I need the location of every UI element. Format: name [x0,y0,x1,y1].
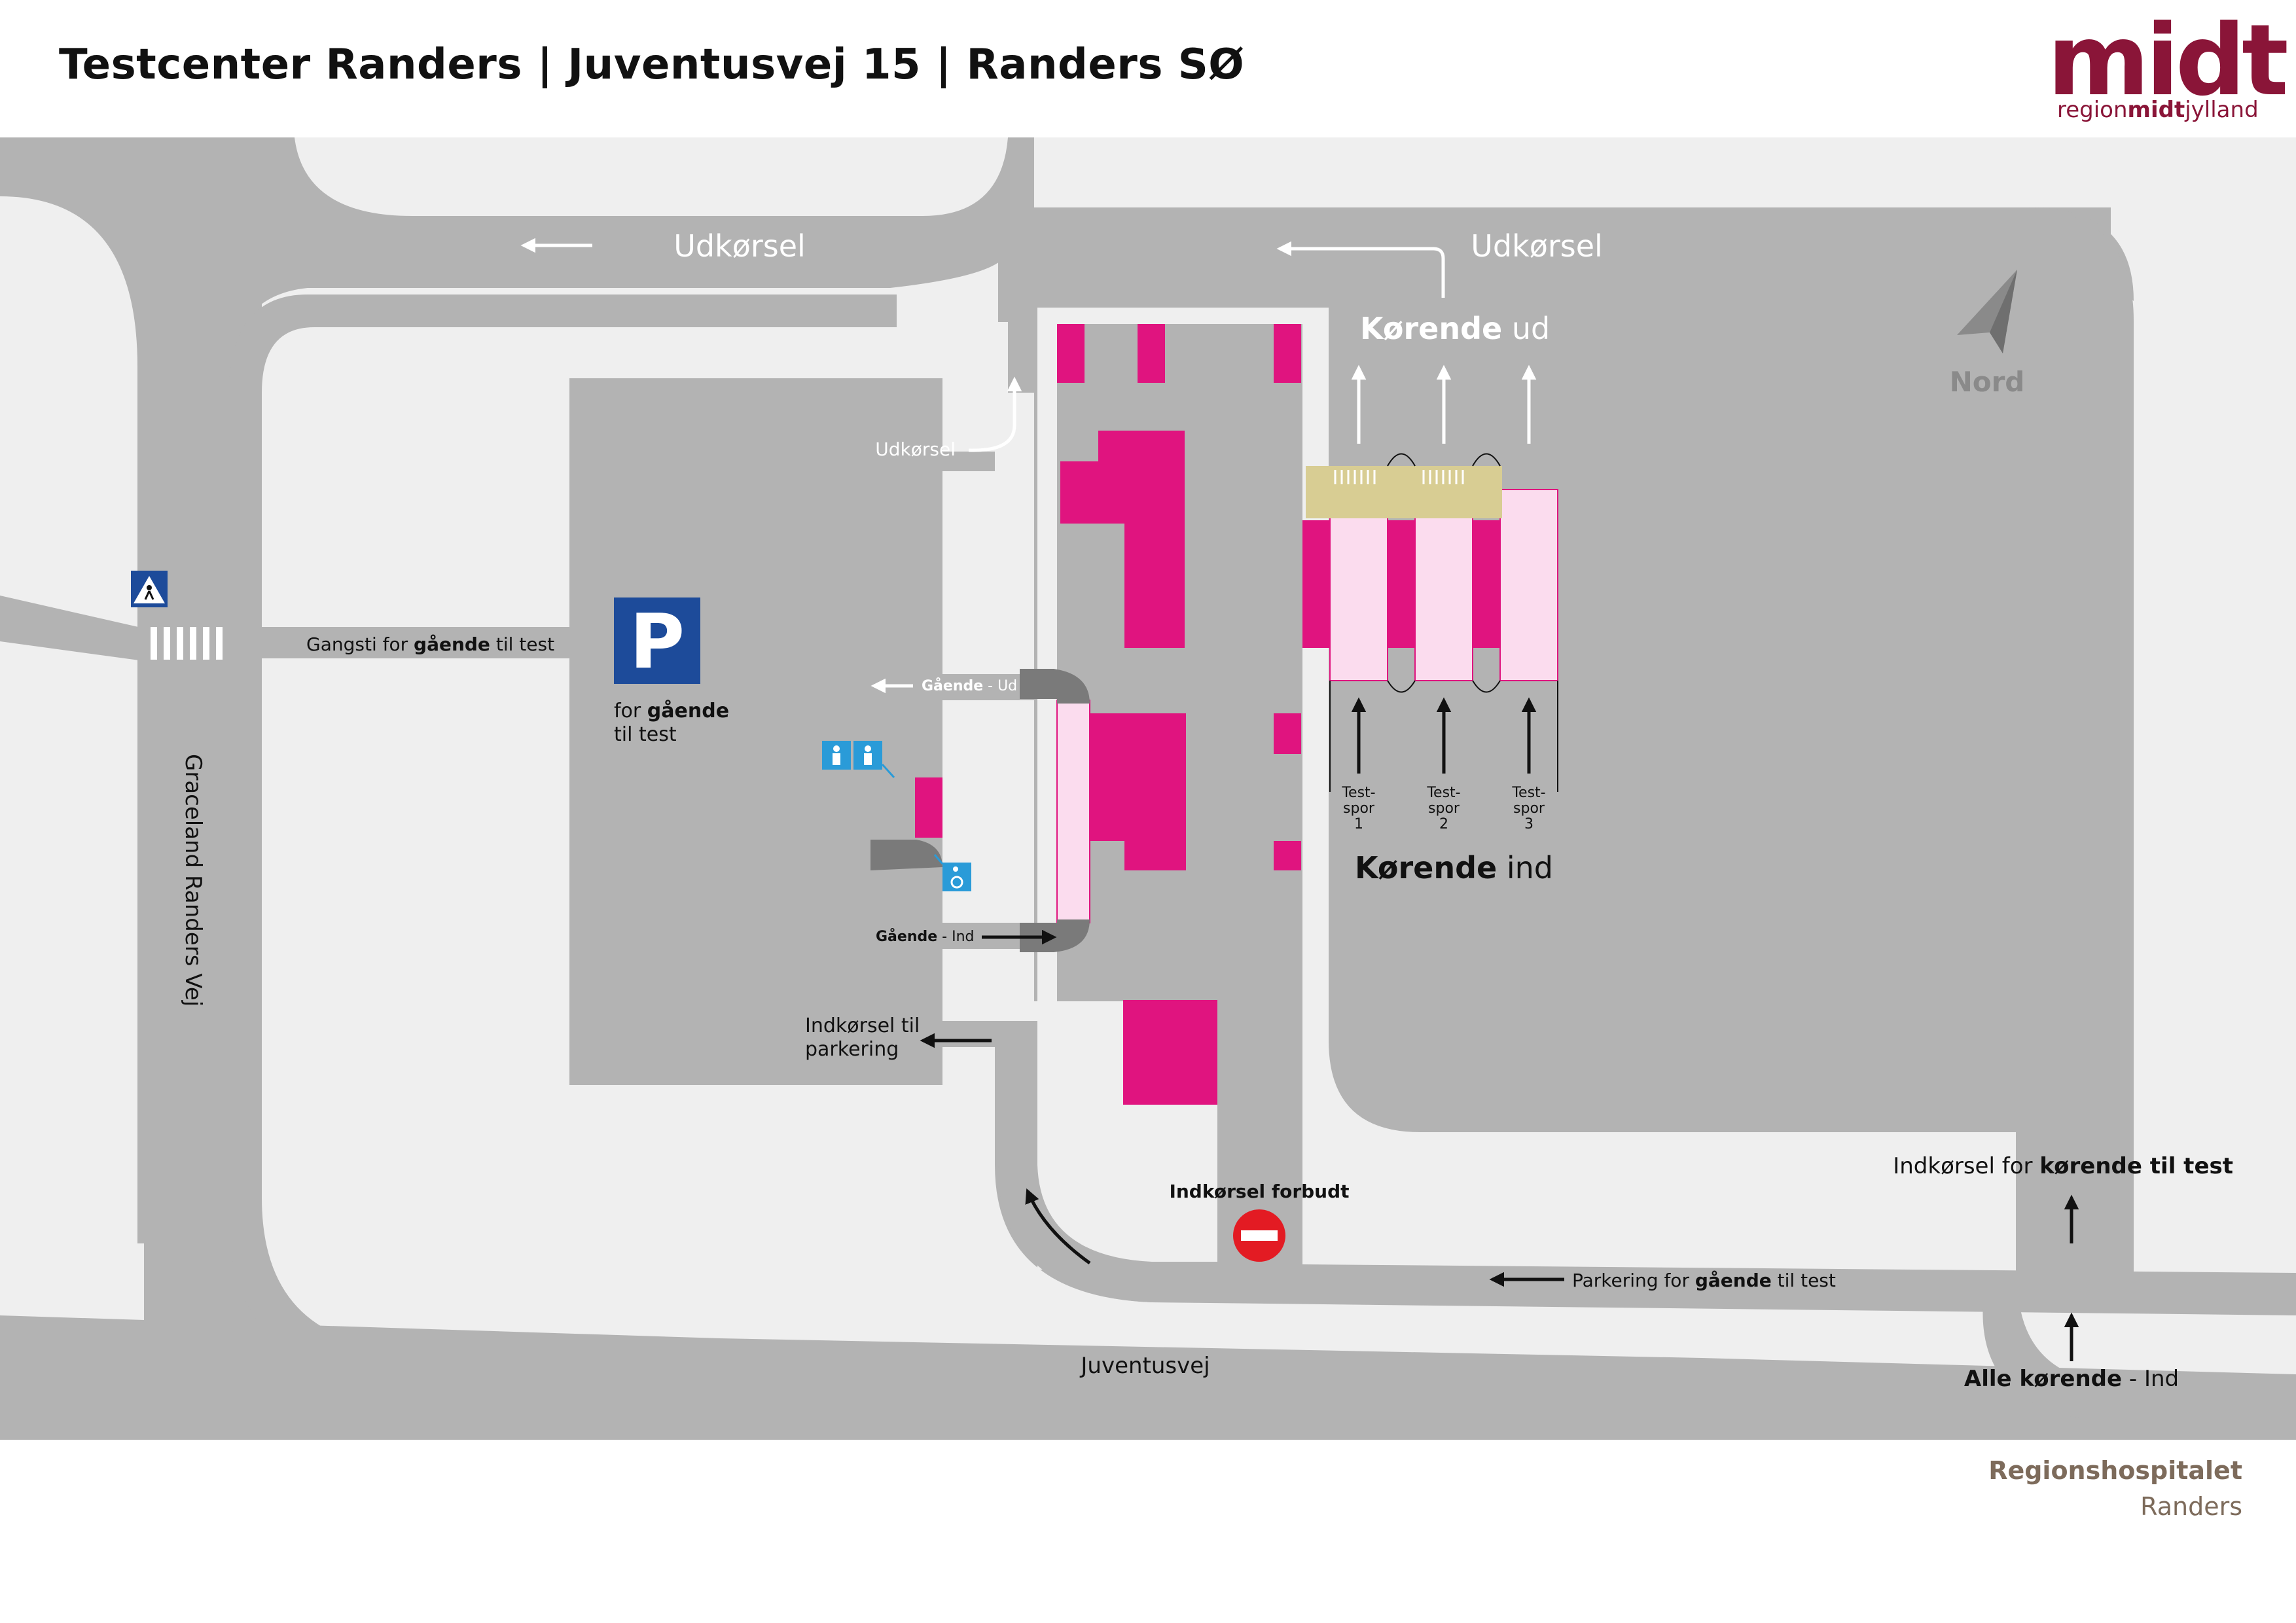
label-indkorsel-korende: Indkørsel for kørende til test [1893,1153,2233,1179]
gangsti-path [223,627,576,658]
label-korende-ud: Kørende ud [1360,311,1550,346]
building-small-south [1274,841,1301,870]
logo-wordmark: midt [2047,4,2289,118]
label-indkorsel-forbudt: Indkørsel forbudt [1169,1181,1349,1202]
central-inner-road [1057,324,1302,1001]
label-gaende-ud: Gående - Ud [922,677,1017,694]
label-indkorsel-parkering-2: parkering [805,1038,899,1061]
test-lane-1-line2: spor [1343,800,1375,817]
crosswalk-stripes [151,627,223,660]
test-lane-2-line1: Test- [1426,785,1460,801]
test-lane-2-line3: 2 [1439,816,1448,832]
building-small-east [1274,713,1301,754]
label-indkorsel-parkering-1: Indkørsel til [805,1014,920,1037]
test-lane-3 [1499,489,1558,681]
logo-sub-jylland: jylland [2185,97,2259,123]
label-udkorsel-left: Udkørsel [673,228,806,264]
label-parkering-gaende: Parkering for gående til test [1572,1270,1836,1291]
east-entry-road [2019,1132,2134,1302]
building-middle [1090,713,1186,870]
label-gangsti: Gangsti for gående til test [306,633,554,655]
test-block-pillar-3 [1473,520,1500,648]
building-south [1123,1000,1217,1105]
logo-subtitle: regionmidtjylland [2057,97,2259,123]
test-lane-labels: Test- spor 1 Test- spor 2 Test- spor 3 [1341,785,1545,832]
test-block-pillar-2 [1388,520,1415,648]
toilet-icon [822,741,895,779]
page-title: Testcenter Randers | Juventusvej 15 | Ra… [59,41,1245,89]
east-corner-curve [1982,1302,2296,1420]
building-north [1060,431,1185,648]
arrow-udkorsel-right [1276,241,1445,298]
buildings [915,324,1500,1105]
logo-sub-midt: midt [2127,97,2185,123]
label-parking-for: for gående [614,699,729,722]
label-korende-ind: Kørende ind [1355,850,1553,885]
hospital-name: Regionshospitalet [1988,1456,2242,1485]
test-lane-3-line2: spor [1513,800,1545,817]
test-lane-3-line3: 3 [1524,816,1534,832]
label-gaende-ind: Gående - Ind [876,928,974,945]
map-labels: Udkørsel Udkørsel Kørende ud Nord Udkørs… [180,228,2233,1392]
test-block-pillar-1 [1302,520,1330,648]
label-nord: Nord [1950,366,2025,398]
booth-1 [1057,324,1085,383]
label-udkorsel-right: Udkørsel [1471,228,1603,264]
lane-turn-markers [1329,453,1558,792]
parking-exit-strip [942,452,995,471]
test-lane-1 [1329,489,1388,681]
direction-arrows [520,238,2079,1361]
arrow-udkorsel-small [968,376,1022,452]
parking-lot [569,378,942,1085]
label-juventusvej: Juventusvej [1079,1353,1210,1379]
test-lane-2 [1414,489,1473,681]
parking-sign-letter: P [630,598,685,686]
building-west [915,777,942,838]
north-arrow-icon [1957,270,2017,353]
label-graceland: Graceland Randers Vej [180,754,206,1007]
test-lane-1-line3: 1 [1354,816,1363,832]
juventusvej-road [0,1315,2296,1440]
label-udkorsel-small: Udkørsel [875,438,956,460]
pedestrian-crossing-icon [131,571,168,607]
canopy [1306,466,1502,518]
logo-sub-region: region [2057,97,2128,123]
test-lane-2-line2: spor [1428,800,1460,817]
wheelchair-icon [933,854,971,891]
west-footpath [0,596,144,661]
test-lane-1-line1: Test- [1341,785,1375,801]
gaende-ud-strip [942,674,1034,700]
label-parking-line2: til test [614,723,677,746]
test-lane-3-line1: Test- [1511,785,1545,801]
no-entry-icon [1233,1209,1285,1262]
label-alle-korende: Alle kørende - Ind [1964,1366,2179,1392]
site-map: P [0,137,2296,1440]
booth-2 [1138,324,1165,383]
test-lane-areas [1056,489,1558,923]
canopy-stripes [1334,470,1464,484]
hospital-city: Randers [2140,1492,2242,1521]
booth-3 [1274,324,1301,383]
walkway-lane [1056,700,1090,923]
arrow-curve-south [1025,1188,1091,1265]
parking-icon: P [614,597,700,686]
